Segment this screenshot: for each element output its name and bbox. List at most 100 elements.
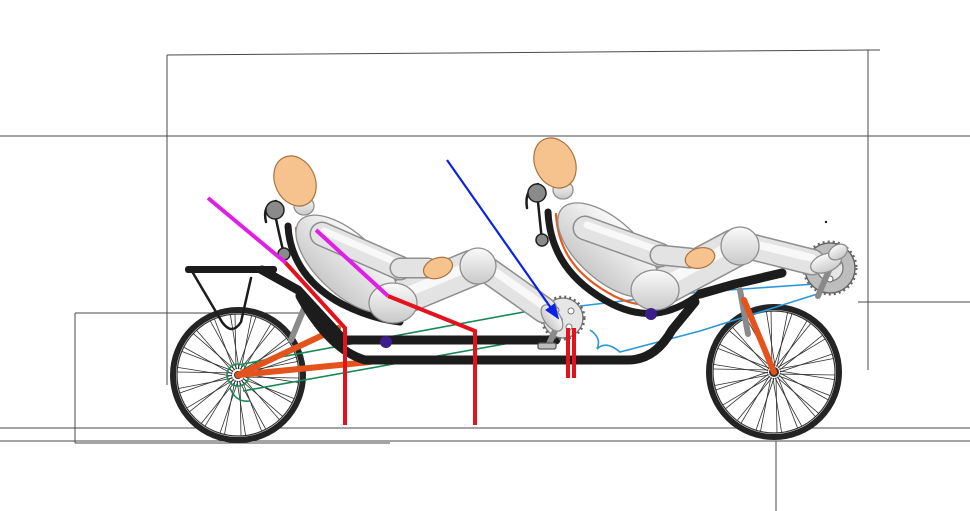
rear-shock [288,303,308,343]
spoke [778,374,816,418]
front-rider-hand [684,246,716,270]
front-rider-toe [828,243,848,261]
rear-chainstay [235,359,373,378]
seat-back-angle-line [206,196,288,265]
spoke [779,358,834,370]
spoke [755,377,775,431]
spoke [778,375,831,397]
rear-seat-reference-line [281,258,347,425]
spoke [183,346,233,375]
spoke [713,363,769,374]
rear-rider [273,155,564,332]
front-rider-head [533,137,577,189]
spoke [715,371,769,391]
spoke [774,377,803,427]
spoke [209,320,238,370]
red-markers [281,258,576,425]
rear-derailleur-loop [229,387,251,403]
spoke [196,329,234,373]
luggage-rack [185,266,277,331]
spoke [240,379,284,417]
front-rider-forearm [649,244,701,269]
spoke [192,333,236,371]
spoke [241,341,290,371]
spoke [229,314,240,370]
spoke [725,373,769,410]
spoke [740,375,770,424]
spoke [219,380,239,434]
spoke [239,380,242,436]
spoke [775,323,812,367]
spoke [713,368,769,371]
spoke [775,377,778,433]
pivot-points [380,308,657,348]
spoke [779,372,829,401]
rear-rim [176,313,300,437]
spoke [243,376,299,379]
rear-headrest-pad [265,200,285,220]
marker-dot [824,220,828,224]
spoke [181,350,234,372]
front-rider-knee [720,226,760,266]
spoke [242,378,295,400]
spoke [777,338,826,368]
spoke [779,353,833,373]
spoke [213,318,235,371]
front-boom [695,268,787,299]
spoke [779,370,835,381]
guide-top-line [166,49,873,56]
magenta-markers [206,196,390,298]
spoke [179,374,233,394]
spoke [765,311,776,367]
rear-rider-upper-arm [309,221,413,281]
spoke [186,379,235,409]
rear-triangle [235,303,373,378]
front-rider-pelvis [630,269,680,311]
front-headrest-clamp [535,233,549,247]
spoke [177,371,233,374]
front-rim [712,310,836,434]
rear-rider-hand [422,256,454,280]
front-rider [533,137,848,311]
front-headrest-pad [527,183,547,203]
spoke [773,313,793,367]
spoke [772,377,783,433]
main-frame [257,265,787,365]
fork-blade [741,297,777,375]
spoke [204,378,234,427]
rack-platform [185,266,277,273]
spoke [779,373,835,376]
spoke [224,380,236,435]
spoke [237,316,257,370]
spoke [736,377,773,421]
spoke [241,379,263,432]
spoke [778,320,808,369]
rack-strut [191,271,253,331]
spoke [238,380,267,430]
spoke [242,377,280,421]
spoke [779,334,823,371]
front-pivot-dot [645,308,657,320]
spoke [189,376,233,413]
spoke [200,380,237,424]
spoke [239,326,276,370]
head-tube [737,287,751,337]
rear-chain-upper [242,305,557,365]
rear-spokes [177,314,299,436]
front-headrest [525,182,549,247]
spoke [240,315,252,370]
timing-chain-lower [589,289,831,353]
spoke [777,376,799,429]
spoke [717,347,770,369]
spoke [234,314,237,370]
frame-lower-tube [295,291,700,365]
rear-rider-head [273,155,317,207]
front-crank-arm [815,265,833,299]
spoke [236,380,247,436]
bottom-bracket-arrow [446,159,560,320]
spoke [177,366,233,377]
torso-angle-line [314,228,390,298]
spoke [714,374,769,386]
middle-pedal [537,342,557,350]
